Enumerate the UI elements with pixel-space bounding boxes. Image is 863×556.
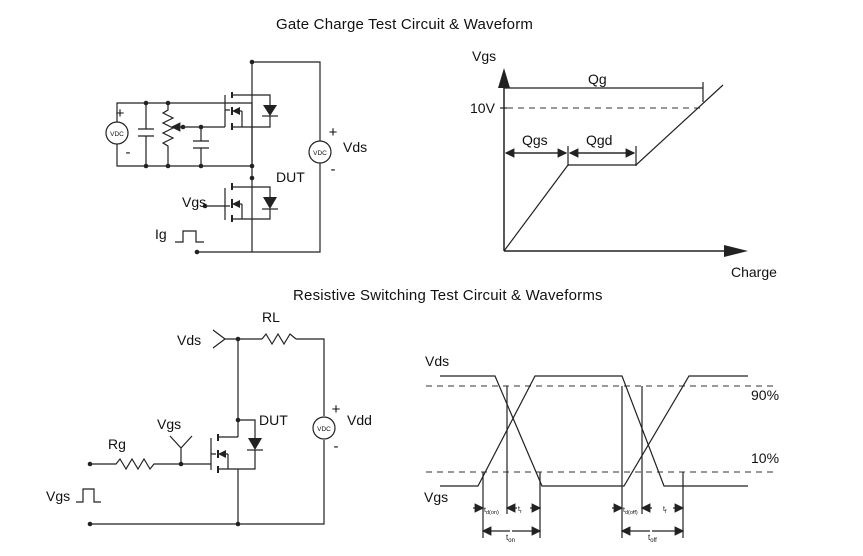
rg-label: Rg	[108, 436, 126, 452]
rs-dut-mosfet	[210, 419, 263, 524]
level-10v-label: 10V	[470, 100, 496, 116]
qgs-label: Qgs	[522, 132, 548, 148]
vgs-label: Vgs	[182, 194, 206, 210]
td-off-label: td(off)	[623, 507, 638, 516]
vds-terminal	[212, 329, 226, 349]
x-axis-arrow	[724, 245, 748, 257]
toff-label: toff	[648, 533, 657, 544]
vdd-label: Vdd	[347, 412, 372, 428]
right-source-minus: -	[331, 161, 336, 178]
p10-label: 10%	[751, 450, 779, 466]
ton-label: ton	[506, 533, 515, 544]
waveform-x-axis-label: Charge	[731, 264, 777, 280]
resistive-switching-title: Resistive Switching Test Circuit & Wavef…	[293, 287, 603, 304]
right-vdc-label: VDC	[313, 150, 327, 157]
rs-vds-label: Vds	[177, 332, 201, 348]
rg-resistor	[90, 457, 211, 471]
gate-charge-circuit: VDC + -	[105, 59, 367, 255]
td-on-label: td(on)	[484, 507, 499, 516]
vds-waveform	[440, 375, 748, 487]
vdd-source: VDC + -	[312, 401, 341, 455]
dut-label: DUT	[276, 169, 305, 185]
rw-vgs-label: Vgs	[424, 489, 448, 505]
tr-label: tr	[518, 506, 522, 515]
vds-label: Vds	[343, 139, 367, 155]
y-axis-arrow	[498, 68, 510, 88]
left-vdc-source: VDC + -	[105, 105, 131, 161]
rl-label: RL	[262, 309, 280, 325]
right-source-plus: +	[329, 124, 338, 141]
gate-charge-title: Gate Charge Test Circuit & Waveform	[276, 16, 534, 33]
p90-label: 90%	[751, 387, 779, 403]
gate-charge-curve	[503, 84, 724, 252]
qgd-label: Qgd	[586, 132, 612, 148]
vgs-terminal	[169, 435, 193, 464]
right-vdc-source: VDC + -	[308, 124, 338, 178]
rl-resistor	[261, 332, 297, 346]
rs-vgs-pulse-label: Vgs	[46, 488, 70, 504]
rs-source-minus: -	[334, 438, 339, 455]
vgs-pulse-symbol	[76, 488, 101, 503]
left-vdc-label: VDC	[110, 131, 124, 138]
rs-dut-label: DUT	[259, 412, 288, 428]
rw-vds-label: Vds	[425, 353, 449, 369]
rs-vdc-label: VDC	[317, 426, 331, 433]
gate-charge-waveform: Vgs Charge 10V Qg Qgs Qgd	[470, 48, 777, 280]
dut-mosfet	[205, 183, 278, 222]
tf-label: tf	[663, 506, 667, 515]
qg-label: Qg	[588, 71, 607, 87]
resistive-switching-waveforms: Vds Vgs 90% 10% td(on) tr td(off) tf ton…	[424, 353, 779, 544]
left-source-minus: -	[126, 144, 131, 161]
rs-vgs-label: Vgs	[157, 416, 181, 432]
vgs-waveform	[440, 375, 748, 487]
ig-pulse-symbol	[175, 230, 204, 243]
waveform-y-axis-label: Vgs	[472, 48, 496, 64]
left-source-plus: +	[116, 105, 125, 122]
upper-mosfet	[224, 92, 278, 130]
rs-source-plus: +	[332, 401, 341, 418]
resistive-switching-circuit: Vds RL VDC + - Vdd DUT Vgs Rg	[46, 309, 372, 527]
ig-label: Ig	[155, 226, 167, 242]
